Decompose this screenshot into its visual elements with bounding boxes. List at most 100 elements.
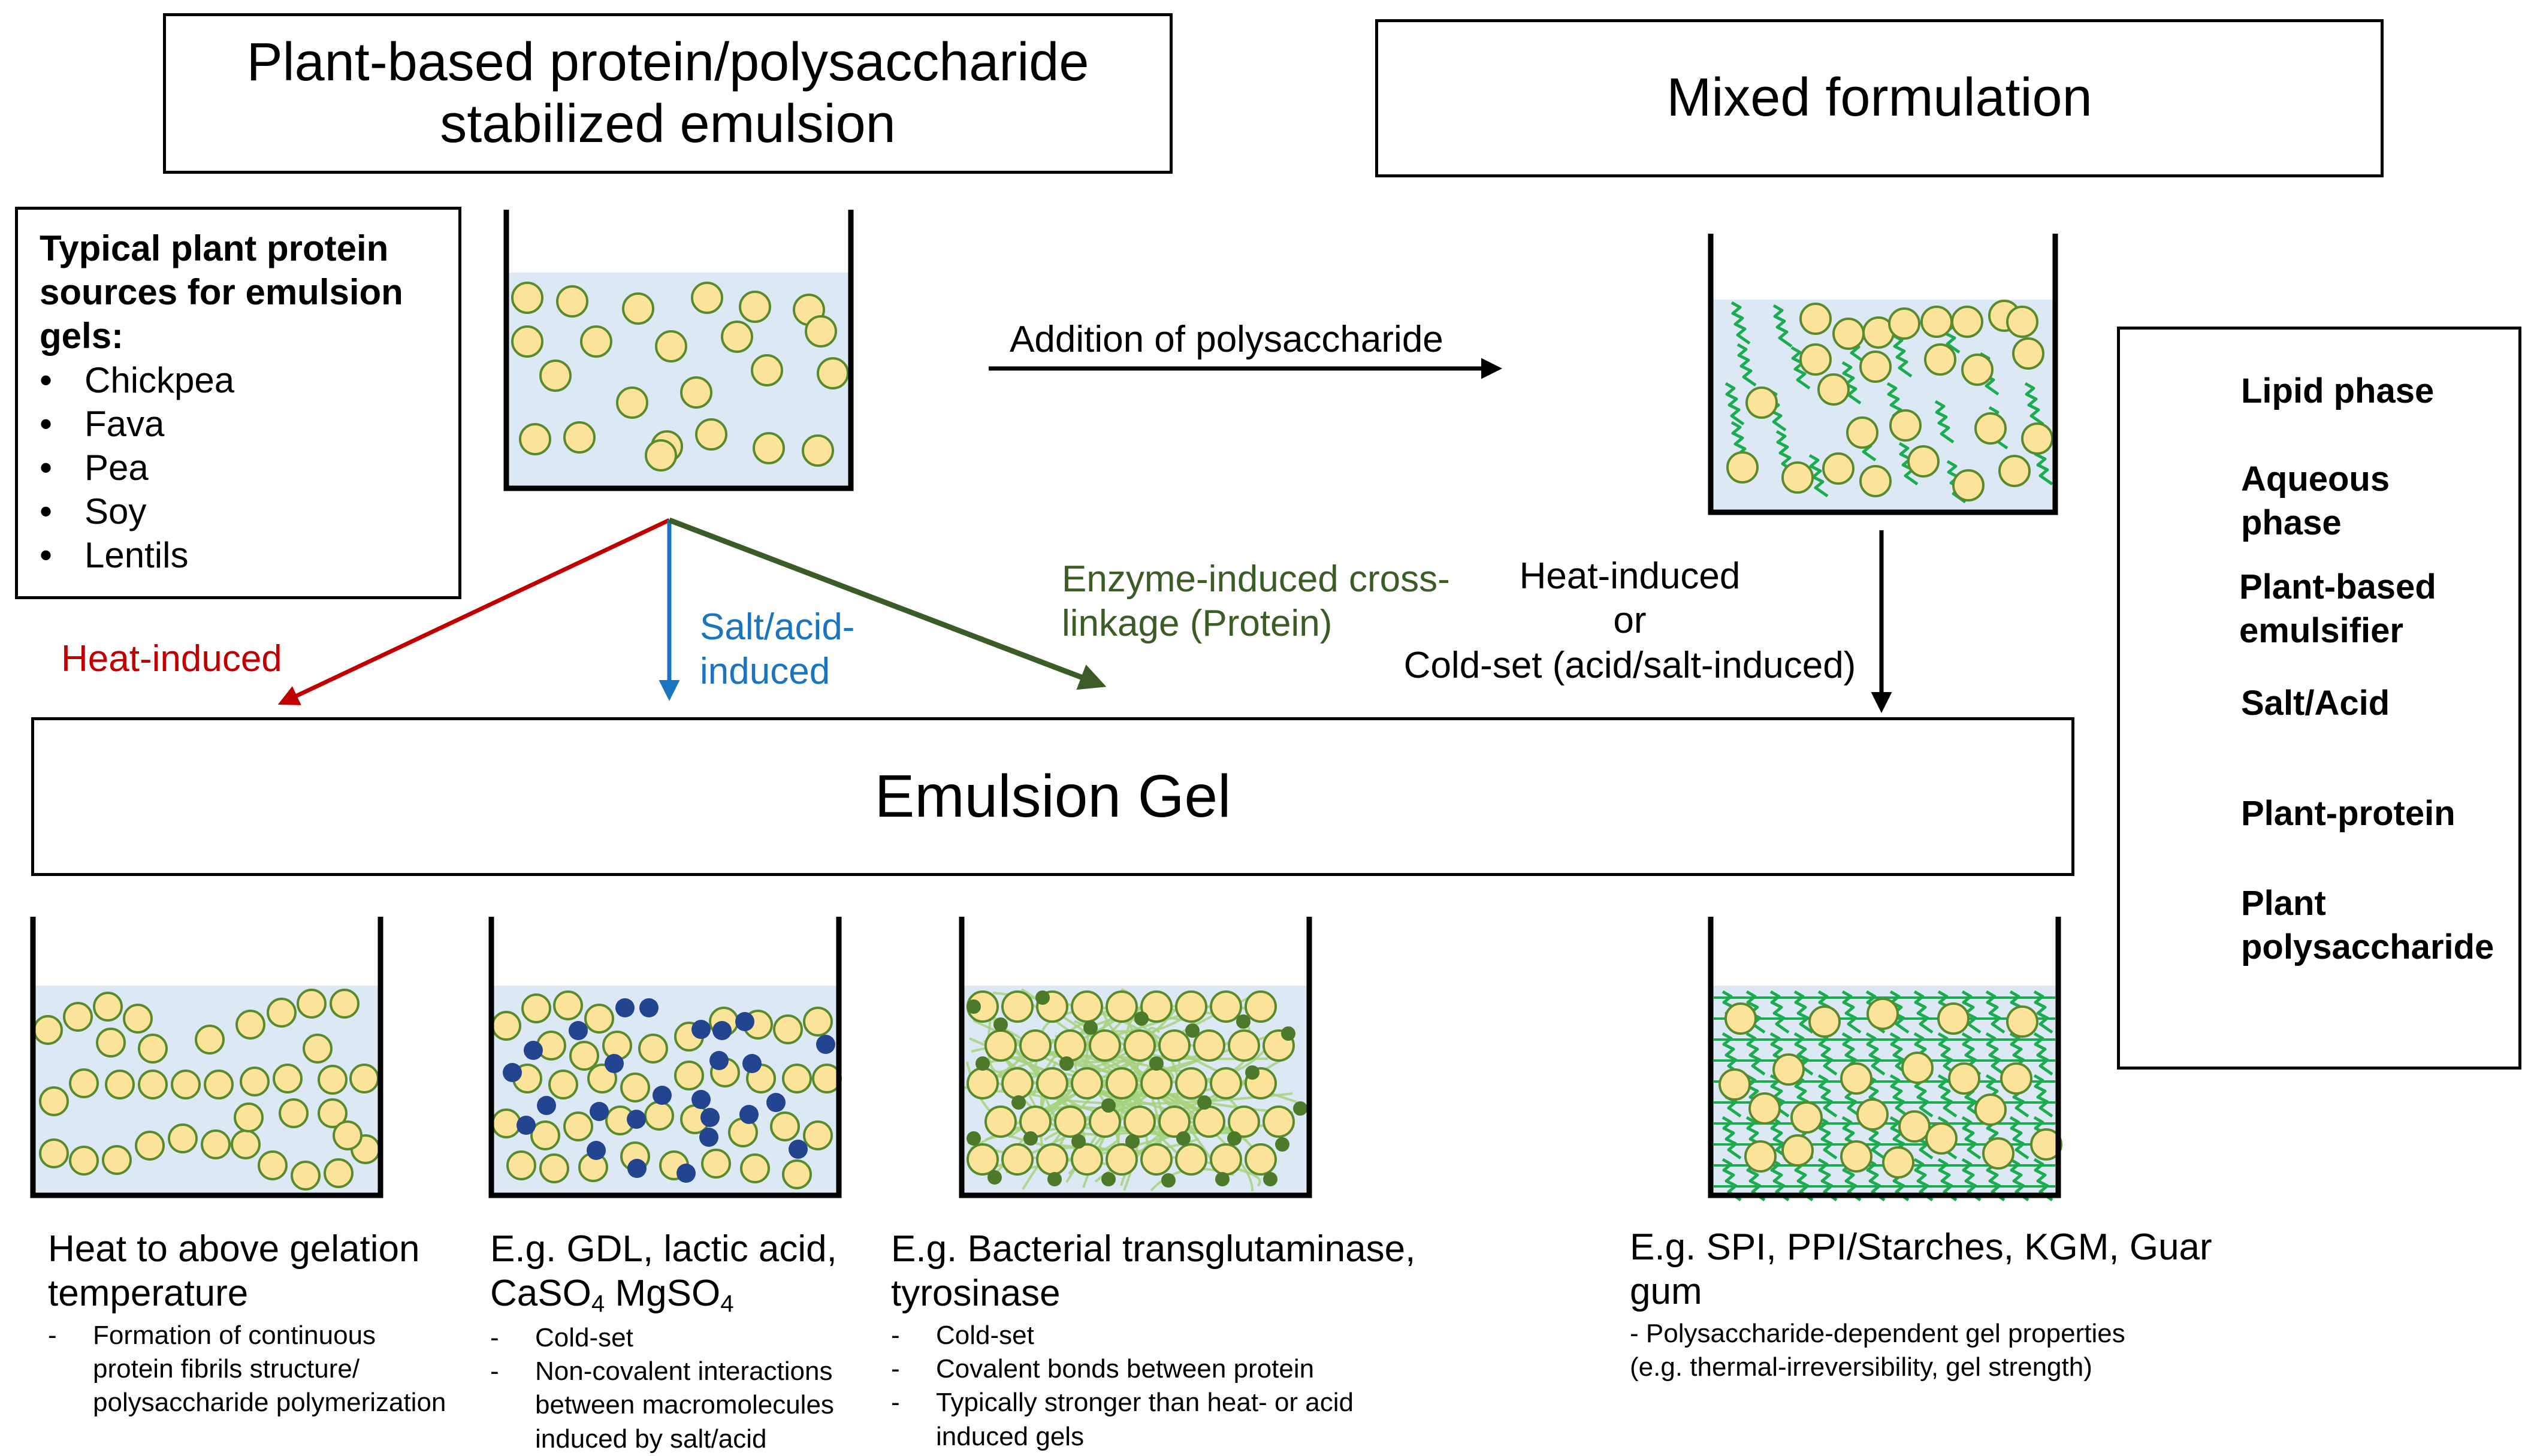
lipid-droplet xyxy=(506,1150,536,1180)
plant-protein-particles xyxy=(967,990,1307,1188)
note-line: (e.g. thermal-irreversibility, gel stren… xyxy=(1630,1352,2092,1382)
dash: - xyxy=(891,1320,900,1350)
network-link xyxy=(1769,1158,1790,1202)
lipid-droplet xyxy=(1245,990,1277,1023)
beaker-mixed-formulation xyxy=(1708,234,2058,515)
emulsion-title-line: Plant-based protein/polysaccharide xyxy=(246,32,1089,92)
salt-particle xyxy=(569,1021,588,1040)
lipid-droplet xyxy=(39,1138,69,1168)
polysaccharide-chain xyxy=(1898,442,1919,486)
lipid-droplet xyxy=(69,1146,99,1176)
salt-induced-label: Salt/acid- induced xyxy=(700,605,854,694)
lipid-droplet xyxy=(279,1098,309,1128)
lipid-droplet xyxy=(1228,1105,1260,1138)
lipid-droplet xyxy=(1140,1143,1173,1176)
desc-title-line: E.g. Bacterial transglutaminase, xyxy=(891,1228,1416,1270)
dash: - xyxy=(48,1320,57,1350)
plant-protein-particle xyxy=(1236,1014,1251,1029)
mixed-label-line: Heat-induced xyxy=(1519,555,1741,597)
note-line: - Polysaccharide-dependent gel propertie… xyxy=(1630,1318,2125,1348)
lipid-droplet xyxy=(622,292,654,325)
lipid-droplet xyxy=(1840,1062,1872,1095)
lipid-droplets xyxy=(511,282,849,472)
lipid-droplet xyxy=(2021,422,2053,455)
desc-title-line: E.g. GDL, lactic acid, xyxy=(490,1228,837,1270)
mixed-gelation-label: Heat-induced or Cold-set (acid/salt-indu… xyxy=(1396,554,1863,688)
salt-particle xyxy=(766,1093,786,1112)
lipid-droplet xyxy=(1998,455,2031,487)
lipid-droplet xyxy=(569,1041,599,1071)
plant-protein-particle xyxy=(1293,1101,1307,1116)
salt-particle xyxy=(653,1086,672,1105)
network-link xyxy=(1841,990,1862,1034)
plant-protein-particle xyxy=(987,1170,1002,1185)
bullet-line: protein fibrils structure/ xyxy=(93,1354,360,1384)
emulsion-gel-box: Emulsion Gel xyxy=(31,717,2074,876)
lipid-droplet xyxy=(231,1129,261,1159)
source-item: •Fava xyxy=(40,402,446,446)
network-link xyxy=(1817,1074,1838,1118)
lipid-droplet xyxy=(1726,451,1759,484)
lipid-droplet xyxy=(1718,1068,1751,1101)
lipid-droplet xyxy=(740,1153,770,1183)
network-link xyxy=(1985,990,2006,1034)
heat-induced-label: Heat-induced xyxy=(61,638,282,679)
lipid-droplet xyxy=(691,282,723,314)
lipid-droplet xyxy=(324,1158,354,1188)
lipid-droplet xyxy=(333,1120,363,1150)
salt-particle xyxy=(816,1035,835,1054)
network-link xyxy=(1985,1032,2006,1076)
beaker-initial-emulsion xyxy=(503,210,854,491)
salt-particle xyxy=(691,1090,711,1109)
lipid-droplet xyxy=(770,1111,800,1141)
salt-particle xyxy=(605,1054,624,1073)
polysaccharide-chain xyxy=(1772,304,1793,348)
network-link xyxy=(1937,1158,1958,1202)
lipid-droplet xyxy=(1724,1002,1757,1035)
lipid-droplet xyxy=(39,1086,69,1116)
enzyme-bullets: -Cold-set -Covalent bonds between protei… xyxy=(891,1319,1415,1454)
legend-emulsifier-label: Plant-based emulsifier xyxy=(2239,566,2436,653)
plant-protein-particle xyxy=(1101,1172,1116,1186)
plant-protein-particle xyxy=(1176,1131,1191,1146)
polysaccharide-chain xyxy=(1790,346,1811,390)
lipid-droplet xyxy=(1898,1110,1931,1143)
heat-description: Heat to above gelation temperature - For… xyxy=(48,1227,446,1420)
polysaccharide-chain xyxy=(1934,400,1955,444)
network-link xyxy=(1817,1032,1838,1076)
emulsion-gel-title: Emulsion Gel xyxy=(874,763,1231,830)
lipid-droplet xyxy=(802,434,834,467)
crosslink-strand xyxy=(987,1002,1029,1074)
lipid-droplet xyxy=(1175,1067,1207,1099)
desc-title-line: Heat to above gelation xyxy=(48,1228,420,1270)
lipid-droplet xyxy=(1019,1029,1052,1062)
lipid-droplet xyxy=(1001,990,1034,1023)
lipid-droplet xyxy=(1106,990,1138,1023)
plant-protein-particle xyxy=(993,1017,1008,1032)
salt-particle xyxy=(517,1116,536,1135)
plant-protein-particle xyxy=(1281,1026,1295,1041)
lipid-droplet xyxy=(674,1061,704,1091)
enzyme-arrow xyxy=(668,517,1107,690)
lipid-droplet xyxy=(195,1025,225,1055)
lipid-droplet xyxy=(1866,998,1899,1030)
lipid-droplet xyxy=(1951,306,1983,338)
lipid-droplet xyxy=(1071,990,1103,1023)
beaker-salt-gel xyxy=(488,917,842,1198)
lipid-droplet xyxy=(168,1123,198,1153)
network-link xyxy=(1937,1032,1958,1076)
lipid-droplet xyxy=(1982,1137,2014,1170)
salt-particle xyxy=(709,1051,729,1070)
lipid-droplet xyxy=(1920,306,1953,338)
lipid-droplet xyxy=(1210,1143,1242,1176)
lipid-droplet xyxy=(1140,990,1173,1023)
lipid-droplet xyxy=(539,360,572,392)
sources-heading-line: Typical plant protein xyxy=(40,228,389,268)
lipid-droplet xyxy=(701,1149,731,1179)
enzyme-label-line: Enzyme-induced cross- xyxy=(1062,558,1450,600)
lipid-droplet xyxy=(138,1070,168,1099)
protein-sources-box: Typical plant protein sources for emulsi… xyxy=(15,207,461,599)
network-link xyxy=(1817,1116,1838,1160)
network-link xyxy=(1817,1158,1838,1202)
